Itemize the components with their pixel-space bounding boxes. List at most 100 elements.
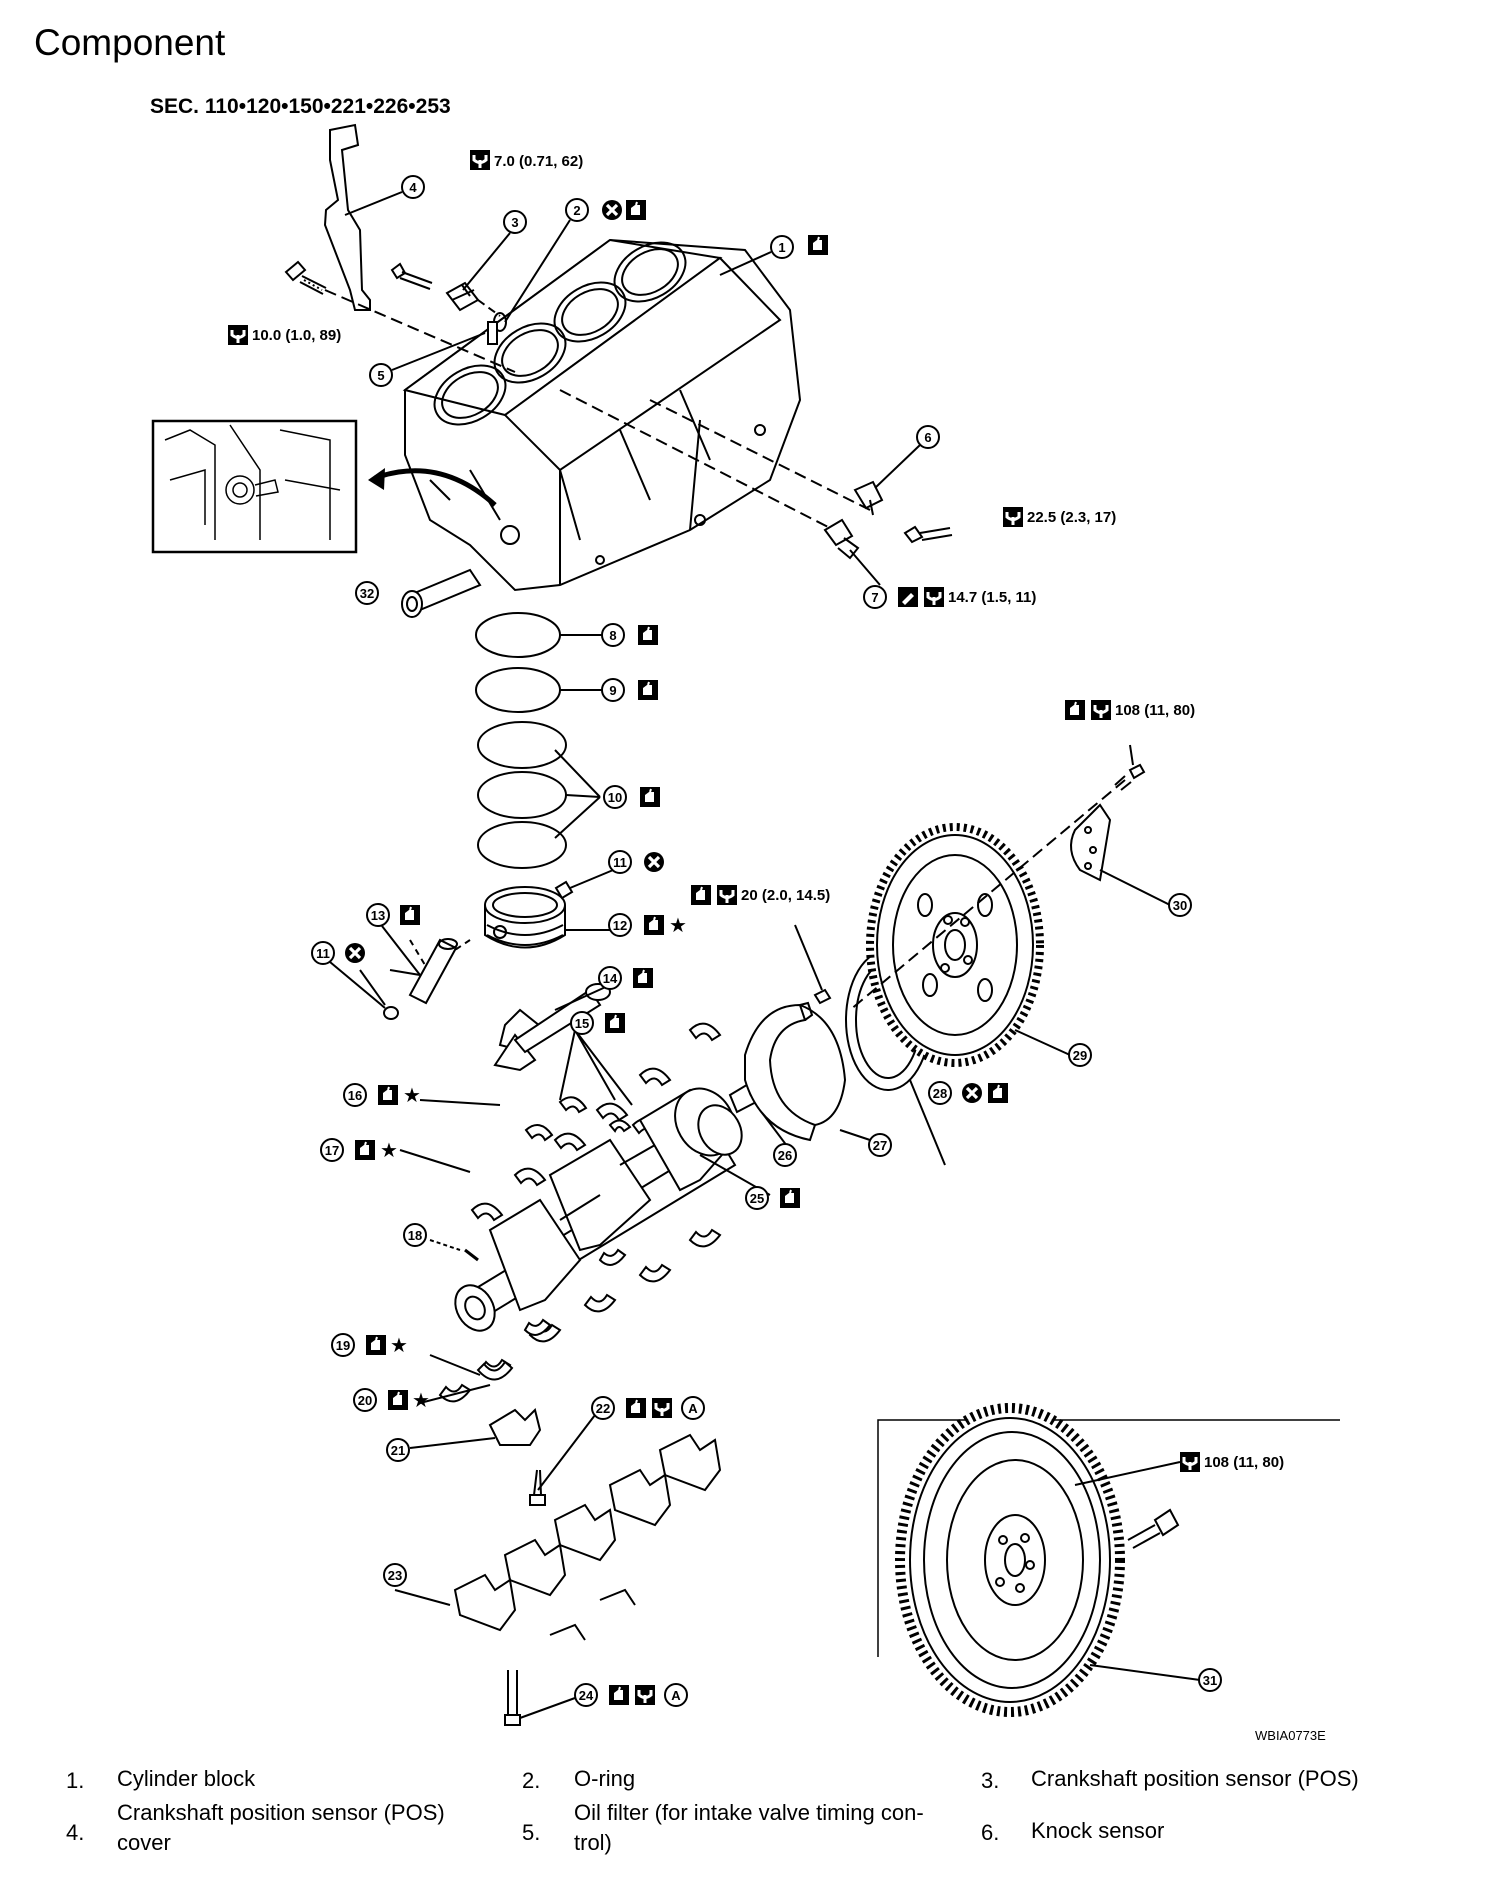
signal-plate <box>744 1001 847 1142</box>
svg-text:23: 23 <box>388 1568 402 1583</box>
svg-text:28: 28 <box>933 1086 947 1101</box>
callout-1: 1 <box>770 235 794 259</box>
piston-rings <box>475 612 567 869</box>
oil-can-icon <box>1064 699 1086 721</box>
star-icon: ★ <box>412 1388 430 1412</box>
callout-19: 19 <box>331 1333 355 1357</box>
inset-detail <box>164 424 341 540</box>
torque-flywheel: 108 (11, 80) <box>1115 702 1195 719</box>
marker-a: A A <box>664 1396 705 1707</box>
main-bearing-caps <box>453 1408 722 1641</box>
oil-can-icon <box>637 679 659 701</box>
callout-25: 25 <box>745 1186 769 1210</box>
svg-text:32: 32 <box>360 586 374 601</box>
callout-20: 20 <box>353 1388 377 1412</box>
star-icon: ★ <box>390 1333 408 1357</box>
torque-wrench-icon <box>922 585 946 609</box>
torque-wrench-icon <box>226 323 250 347</box>
callout-4: 4 <box>401 175 425 199</box>
figure-code: WBIA0773E <box>1255 1728 1326 1743</box>
svg-text:14: 14 <box>603 971 618 986</box>
crankshaft-sensor-sleeve <box>401 568 482 618</box>
drive-plate <box>895 1403 1125 1717</box>
piston <box>484 886 566 949</box>
star-icon: ★ <box>403 1083 421 1107</box>
crankshaft-key <box>464 1248 479 1262</box>
torque-wrench-icon <box>715 883 739 907</box>
callout-26: 26 <box>773 1143 797 1167</box>
callout-10: 10 <box>603 785 627 809</box>
do-not-reuse-icon <box>642 850 666 874</box>
callout-30: 30 <box>1168 893 1192 917</box>
flywheel <box>866 823 1044 1067</box>
svg-text:2: 2 <box>573 203 580 218</box>
callout-27: 27 <box>868 1133 892 1157</box>
piston-pin <box>408 938 458 1005</box>
reinforcement-plate <box>1070 803 1112 882</box>
svg-text:21: 21 <box>391 1443 405 1458</box>
oil-can-icon <box>643 914 665 936</box>
oil-can-icon <box>604 1012 626 1034</box>
callout-29: 29 <box>1068 1043 1092 1067</box>
svg-text:17: 17 <box>325 1143 339 1158</box>
oil-can-icon <box>625 1397 647 1419</box>
callout-13: 13 <box>366 903 390 927</box>
oil-can-icon <box>399 904 421 926</box>
callout-12: 12 <box>608 913 632 937</box>
oil-can-icon <box>625 199 647 221</box>
callout-28: 28 <box>928 1081 952 1105</box>
callout-8: 8 <box>601 623 625 647</box>
knock-sensor <box>853 480 953 544</box>
svg-text:A: A <box>688 1401 698 1416</box>
oil-can-icon <box>387 1389 409 1411</box>
torque-wrench-icon <box>650 1396 674 1420</box>
page-title: Component <box>34 22 226 63</box>
inset-arrow <box>374 468 497 507</box>
svg-text:4: 4 <box>409 180 417 195</box>
callout-6: 6 <box>916 425 940 449</box>
callout-21: 21 <box>386 1438 410 1462</box>
bearing-cap-bolt <box>504 1670 521 1726</box>
callout-15: 15 <box>570 1011 594 1035</box>
do-not-reuse-icon <box>960 1081 984 1105</box>
oil-filter-plug <box>823 518 860 560</box>
snap-ring-left <box>383 1006 399 1020</box>
torque-wrench-icon <box>468 148 492 172</box>
callout-14: 14 <box>598 966 622 990</box>
svg-text:27: 27 <box>873 1138 887 1153</box>
section-numbers: SEC. 110•120•150•221•226•253 <box>150 95 451 118</box>
torque-knock-sensor: 22.5 (2.3, 17) <box>1027 509 1116 526</box>
svg-text:25: 25 <box>750 1191 764 1206</box>
oil-can-icon <box>608 1684 630 1706</box>
svg-text:10: 10 <box>608 790 622 805</box>
svg-text:30: 30 <box>1173 898 1187 913</box>
callout-32: 32 <box>355 581 379 605</box>
callout-18: 18 <box>403 1223 427 1247</box>
oil-can-icon <box>987 1082 1009 1104</box>
oil-can-icon <box>779 1187 801 1209</box>
svg-text:7: 7 <box>871 590 878 605</box>
torque-wrench-icon <box>1001 505 1025 529</box>
oil-can-icon <box>690 884 712 906</box>
oil-can-icon <box>637 624 659 646</box>
star-icons: ★ ★ ★ ★ ★ <box>380 913 687 1412</box>
torque-plate: 20 (2.0, 14.5) <box>741 887 830 904</box>
callout-3: 3 <box>503 210 527 234</box>
svg-text:29: 29 <box>1073 1048 1087 1063</box>
flywheel-bolt <box>1114 763 1146 791</box>
callout-31: 31 <box>1198 1668 1222 1692</box>
oil-can-icon <box>377 1084 399 1106</box>
svg-text:22: 22 <box>596 1401 610 1416</box>
star-icon: ★ <box>380 1138 398 1162</box>
svg-text:3: 3 <box>511 215 518 230</box>
do-not-reuse-icon <box>343 941 367 965</box>
svg-text:11: 11 <box>613 855 627 870</box>
thrust-bearings <box>438 1360 514 1403</box>
oil-can-icon <box>365 1334 387 1356</box>
torque-pos-sensor: 7.0 (0.71, 62) <box>494 153 583 170</box>
svg-text:31: 31 <box>1203 1673 1217 1688</box>
main-bearing-bolt <box>529 1469 546 1506</box>
svg-text:9: 9 <box>609 683 616 698</box>
drive-plate-bolt <box>1127 1508 1180 1549</box>
